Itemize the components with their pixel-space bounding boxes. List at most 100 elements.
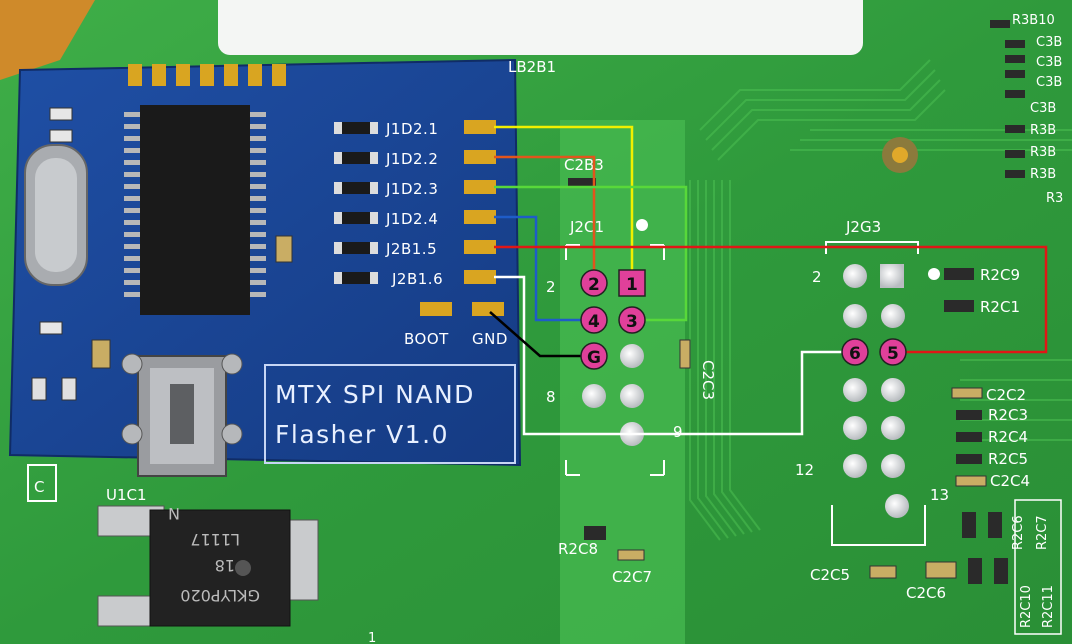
right-label-3: C3B bbox=[1036, 75, 1062, 90]
right-label-8: R3 bbox=[1046, 191, 1063, 206]
j2g3-pin1-dot bbox=[928, 268, 940, 280]
pad-label-j2b1-6: J2B1.6 bbox=[391, 270, 443, 288]
pad-label-j1d2-2: J1D2.2 bbox=[385, 150, 438, 168]
crystal-top bbox=[35, 158, 77, 272]
label-c2c3: C2C3 bbox=[699, 360, 717, 400]
label-c2c5: C2C5 bbox=[810, 566, 850, 584]
top-gold-pads bbox=[128, 64, 286, 86]
label-num-2-left: 2 bbox=[546, 278, 556, 296]
c2c3-part bbox=[679, 339, 691, 369]
c2c7-part bbox=[617, 549, 645, 561]
pin-g-marker bbox=[580, 342, 608, 370]
highlighted-pins: 1 2 3 4 G 5 6 bbox=[580, 269, 907, 370]
microcontroller-chip bbox=[140, 105, 250, 315]
pin-2-marker bbox=[580, 269, 608, 297]
led-2 bbox=[61, 377, 77, 401]
label-num-1: 1 bbox=[368, 631, 376, 644]
c2b3-part bbox=[568, 178, 596, 188]
label-r2c6: R2C6 bbox=[1011, 515, 1026, 550]
label-c2b3: C2B3 bbox=[564, 156, 604, 174]
chip-mark-2: L1117 bbox=[190, 530, 240, 549]
pin-3-label: 3 bbox=[626, 312, 638, 332]
pad-label-j1d2-1: J1D2.1 bbox=[385, 120, 438, 138]
r2c11-part bbox=[994, 558, 1008, 584]
usb-mount-2 bbox=[221, 353, 243, 375]
chip-mark-0: GKLYP020 bbox=[180, 586, 260, 605]
chip-mark-1: 18 bbox=[215, 556, 235, 575]
label-c2c6: C2C6 bbox=[906, 584, 946, 602]
crystal-cap-2 bbox=[49, 129, 73, 143]
signal-pads bbox=[420, 120, 504, 316]
label-num-8: 8 bbox=[546, 388, 556, 406]
label-r2c3: R2C3 bbox=[988, 406, 1028, 424]
r2c8-part bbox=[584, 526, 606, 540]
c2c6-part bbox=[925, 561, 957, 579]
pin-2-label: 2 bbox=[588, 275, 600, 295]
c2c2-part bbox=[951, 387, 983, 399]
wire-black bbox=[489, 311, 594, 358]
wire-white bbox=[494, 275, 855, 436]
usb-mount-3 bbox=[121, 423, 143, 445]
boot-label: BOOT bbox=[404, 330, 449, 348]
flasher-title-line2: Flasher V1.0 bbox=[275, 420, 449, 449]
c2c4-part bbox=[955, 475, 987, 487]
label-resistors bbox=[334, 122, 378, 284]
r2c6-part bbox=[962, 512, 976, 538]
u1c1-regulator: GKLYP020 18 L1117 N bbox=[97, 504, 319, 627]
label-lb2b1: LB2B1 bbox=[508, 58, 556, 76]
pin-6-label: 6 bbox=[849, 344, 861, 364]
r2c9-part bbox=[944, 268, 974, 280]
r2c4-part bbox=[956, 432, 982, 442]
vertical-label-box bbox=[1014, 499, 1062, 635]
r2c1-part bbox=[944, 300, 974, 312]
usb-mount-4 bbox=[221, 423, 243, 445]
pin-g-label: G bbox=[587, 348, 601, 368]
copper-corner bbox=[0, 0, 95, 80]
label-r2c8: R2C8 bbox=[558, 540, 598, 558]
wire-green bbox=[494, 185, 688, 322]
white-sticker bbox=[218, 0, 863, 55]
label-r2c5: R2C5 bbox=[988, 450, 1028, 468]
usb-mount-1 bbox=[121, 353, 143, 375]
right-label-2: C3B bbox=[1036, 55, 1062, 70]
crystal-cap-1 bbox=[49, 107, 73, 121]
pad-label-j1d2-4: J1D2.4 bbox=[385, 210, 438, 228]
c2c5-part bbox=[869, 565, 897, 579]
c-box bbox=[27, 464, 57, 502]
chip-pins-right bbox=[250, 112, 266, 297]
mini-usb-port bbox=[170, 384, 194, 444]
right-label-6: R3B bbox=[1030, 145, 1056, 160]
bottom-cap-1 bbox=[39, 321, 63, 335]
label-num-9: 9 bbox=[673, 423, 683, 441]
right-label-7: R3B bbox=[1030, 167, 1056, 182]
label-num-13: 13 bbox=[930, 486, 949, 504]
bottom-cap-2 bbox=[91, 339, 111, 369]
pin-1-marker bbox=[618, 269, 646, 297]
chip-side-cap bbox=[275, 235, 293, 263]
pad-label-j2b1-5: J2B1.5 bbox=[385, 240, 437, 258]
label-r2c11: R2C11 bbox=[1041, 585, 1056, 628]
right-label-5: R3B bbox=[1030, 123, 1056, 138]
r2c5-part bbox=[956, 454, 982, 464]
pin-5-label: 5 bbox=[887, 344, 899, 364]
r2c3-part bbox=[956, 410, 982, 420]
j2c1-pads bbox=[582, 344, 644, 446]
label-num-2-right: 2 bbox=[812, 268, 822, 286]
label-u1c1: U1C1 bbox=[106, 486, 147, 504]
gnd-label: GND bbox=[472, 330, 508, 348]
pin-3-marker bbox=[618, 306, 646, 334]
label-j2c1: J2C1 bbox=[569, 218, 604, 236]
right-label-4: C3B bbox=[1030, 101, 1056, 116]
pin-4-label: 4 bbox=[588, 312, 600, 332]
led-1 bbox=[31, 377, 47, 401]
label-num-12: 12 bbox=[795, 461, 814, 479]
title-box bbox=[264, 364, 516, 464]
flasher-title-line1: MTX SPI NAND bbox=[275, 380, 475, 409]
right-label-0: R3B10 bbox=[1012, 13, 1055, 28]
pin-5-marker bbox=[879, 338, 907, 366]
label-r2c1: R2C1 bbox=[980, 298, 1020, 316]
j2c1-pin1-dot bbox=[636, 219, 648, 231]
wire-red bbox=[494, 245, 1048, 354]
